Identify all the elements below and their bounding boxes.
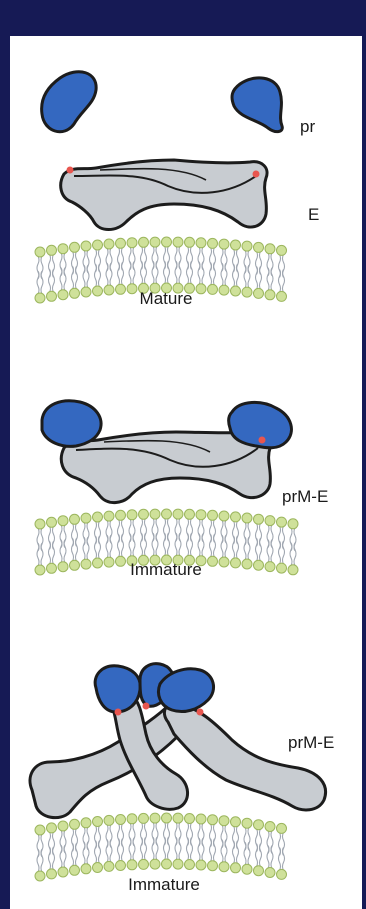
pr-cap-left: [95, 666, 140, 712]
mature-label: Mature: [140, 289, 193, 308]
fusion-loop-3: [197, 709, 204, 716]
fusion-loop-2: [143, 703, 150, 710]
immature-label-2: Immature: [128, 875, 200, 894]
fusion-loop-left: [67, 167, 74, 174]
pr-label: pr: [300, 117, 315, 136]
pr-cap-left: [42, 401, 101, 447]
fusion-loop-1: [115, 709, 122, 716]
fusion-loop-right: [253, 171, 260, 178]
e-label: E: [308, 205, 319, 224]
prm-e-label: prM-E: [282, 487, 328, 506]
immature-label-1: Immature: [130, 560, 202, 579]
fusion-loop-right: [259, 437, 266, 444]
prm-e-label: prM-E: [288, 733, 334, 752]
frame-left-bar: [0, 0, 10, 909]
frame-top-bar: [0, 0, 366, 36]
